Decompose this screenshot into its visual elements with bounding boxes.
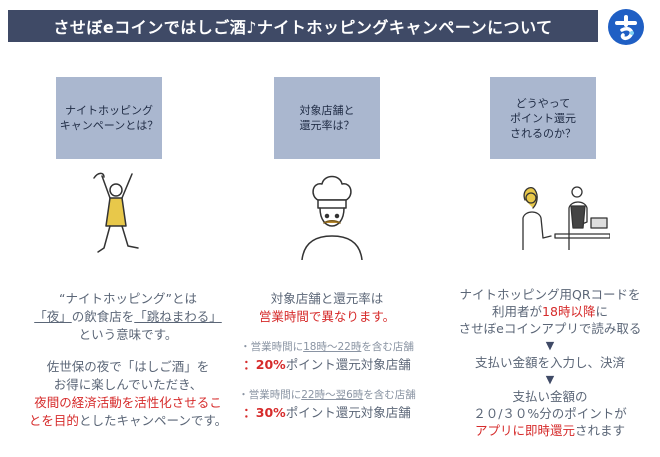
text-line: 佐世保の夜で「はしご酒」を	[46, 359, 210, 374]
text-quote-hop: 「跳ねまわる」	[134, 309, 222, 324]
text-span: としたキャンペーンです。	[78, 413, 228, 428]
text-line: 対象店舗と還元率は	[270, 291, 384, 306]
text-line: 利用者が18時以降に	[440, 303, 660, 320]
text-line: 支払い金額の	[512, 389, 588, 404]
text-line-emphasis: 営業時間で異なります。	[258, 309, 396, 324]
text-hours: 22時～翌6時	[301, 389, 364, 401]
text-span: 利用者が	[492, 304, 543, 319]
text-emphasis: アプリに即時還元	[474, 423, 575, 438]
rate-value: ：20%	[243, 357, 286, 372]
text-line: “ナイトホッピング”とは	[59, 291, 197, 306]
question-stores-rates: 対象店舗と 還元率は？	[274, 77, 380, 159]
text-line: 「夜」の飲食店を「跳ねまわる」	[28, 308, 228, 326]
rate-value: ：30%	[243, 405, 286, 420]
text-line-emphasis: 夜間の経済活動を活性化させるこ	[34, 395, 222, 410]
text-emphasis: とを目的	[28, 413, 79, 428]
point-flow-description: ナイトホッピング用QRコードを 利用者が18時以降に させぼeコインアプリで読み…	[440, 286, 660, 439]
text-span: ・営業時間に	[240, 341, 304, 353]
dancing-person-illustration	[93, 172, 139, 253]
text-line: 支払い金額を入力し、決済	[474, 355, 625, 370]
flow-arrow-icon: ▼	[545, 373, 555, 386]
cashier-payment-illustration	[522, 186, 610, 250]
bullet-store-20: ・営業時間に18時～22時を含む店舗	[232, 338, 422, 356]
rate-line-20: ：20%ポイント還元対象店舗	[232, 356, 422, 374]
text-span: の飲食店を	[71, 309, 135, 324]
text-span: ポイント還元対象店舗	[285, 405, 411, 420]
page-title: させぼeコインではしご酒♪ナイトホッピングキャンペーンについて	[8, 10, 598, 42]
bullet-store-30: ・営業時間に22時～翌6時を含む店舗	[232, 386, 422, 404]
text-span: を含む店舗	[363, 389, 416, 401]
text-line: アプリに即時還元されます	[440, 422, 660, 439]
text-span: ポイント還元対象店舗	[285, 357, 411, 372]
text-line: ナイトホッピング用QRコードを	[459, 287, 641, 302]
rate-line-30: ：30%ポイント還元対象店舗	[232, 404, 422, 422]
text-span: を含む店舗	[361, 341, 414, 353]
flow-arrow-icon: ▼	[545, 339, 555, 352]
text-span: に	[595, 304, 608, 319]
text-line: ２０/３０%分のポイントが	[473, 406, 627, 421]
text-line: という意味です。	[78, 327, 178, 342]
text-span: ・営業時間に	[238, 389, 302, 401]
text-quote-night: 「夜」	[34, 309, 72, 324]
question-how-points: どうやって ポイント還元 されるのか？	[490, 77, 596, 159]
sasebo-logo-icon	[608, 9, 644, 45]
stores-rates-description: 対象店舗と還元率は 営業時間で異なります。 ・営業時間に18時～22時を含む店舗…	[232, 290, 422, 422]
text-emphasis: 18時以降	[542, 304, 596, 319]
text-line: とを目的としたキャンペーンです。	[28, 412, 228, 430]
text-hours: 18時～22時	[303, 341, 362, 353]
campaign-description: “ナイトホッピング”とは 「夜」の飲食店を「跳ねまわる」 という意味です。 佐世…	[28, 290, 228, 430]
text-line: させぼeコインアプリで読み取る	[458, 321, 642, 336]
question-campaign: ナイトホッピング キャンペーンとは？	[56, 77, 162, 159]
text-line: お得に楽しんでいただき、	[53, 377, 203, 392]
text-span: されます	[575, 423, 626, 438]
chef-illustration	[301, 175, 363, 260]
